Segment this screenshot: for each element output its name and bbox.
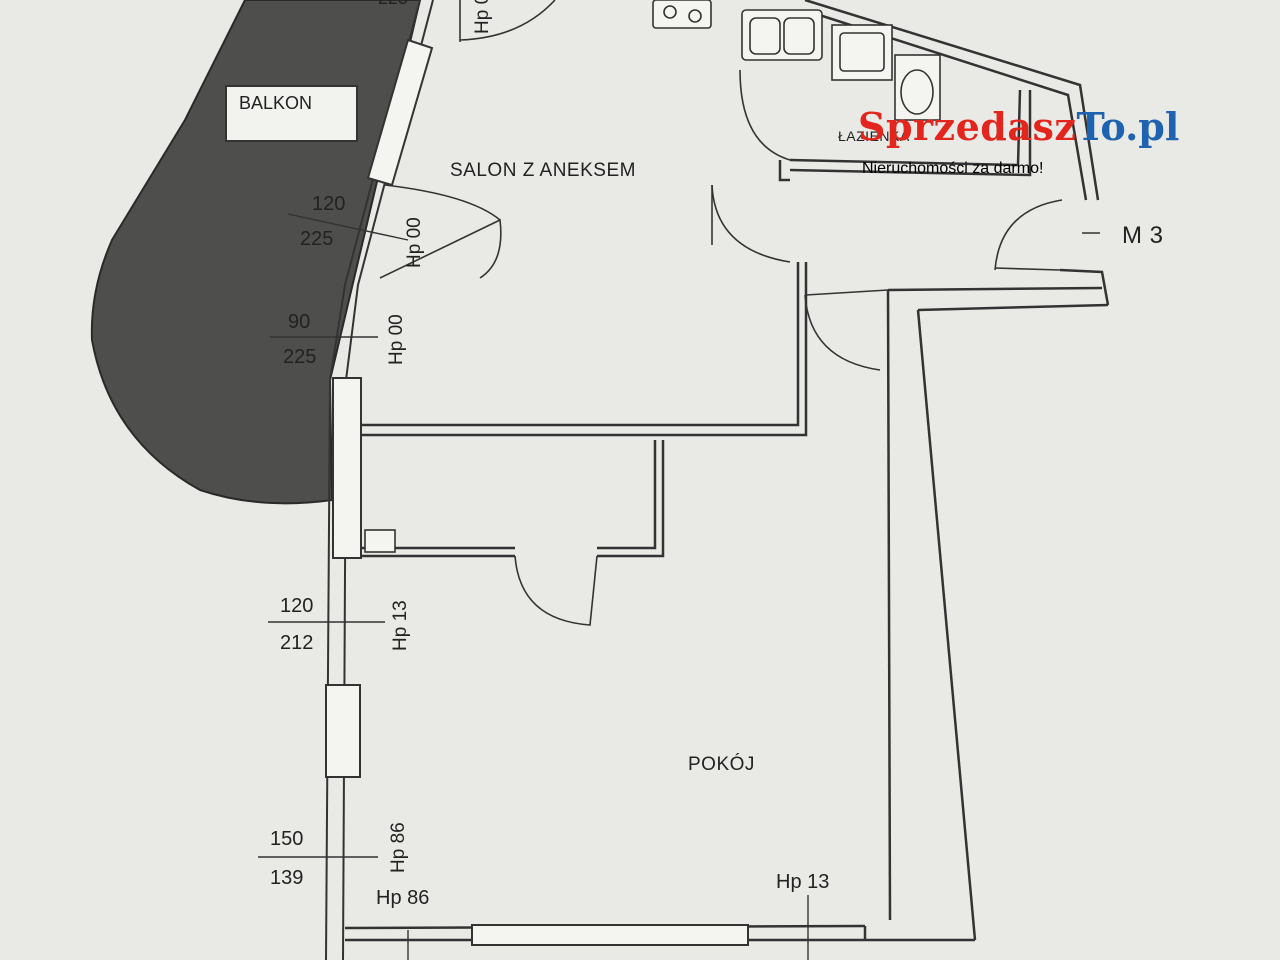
top-window-height: 225 [378,0,408,9]
window-4-sill: Hp 86 [388,822,409,873]
fixtures [364,0,941,553]
lazienka-label: ŁAZIENKA [838,128,910,144]
pokoj-label: POKÓJ [688,754,755,775]
window-3-sill: Hp 13 [390,600,411,651]
window-3-width: 120 [280,595,314,617]
window-2-height: 225 [283,346,317,368]
dimension-leaders [258,213,809,960]
salon-label: SALON Z ANEKSEM [450,160,636,181]
bottom-left-sill: Hp 86 [376,887,430,909]
watermark-brand-blue: To.pl [1076,104,1180,149]
watermark-tag-red: za darmo! [972,160,1044,177]
interior-walls [344,0,1110,942]
window-3-height: 212 [280,632,314,654]
bottom-right-sill: Hp 13 [776,871,830,893]
window-2-sill: Hp 00 [386,314,407,365]
unit-label: M 3 [1122,222,1164,249]
watermark-tagline: Nieruchomości za darmo! [862,160,1043,178]
window-4-height: 139 [270,867,304,889]
window-1-width: 120 [312,193,346,215]
window-1-height: 225 [300,228,334,250]
window-1-sill: Hp 00 [404,217,425,268]
window-4-width: 150 [270,828,304,850]
watermark-logo: SprzedaszTo.pl [858,104,1179,149]
balkon-label-box: BALKON [225,85,358,142]
door-swings [379,0,1063,626]
window-frames-bottom [471,924,749,946]
window-2-width: 90 [288,311,311,333]
watermark-tag-blue: Nieruchomości [862,160,968,177]
watermark-brand-red: Sprzedasz [858,104,1077,149]
top-window-sill: Hp 0 [472,0,493,34]
balkon-label: BALKON [239,93,313,113]
balcony-area [90,0,422,505]
window-frames-left [325,38,434,778]
